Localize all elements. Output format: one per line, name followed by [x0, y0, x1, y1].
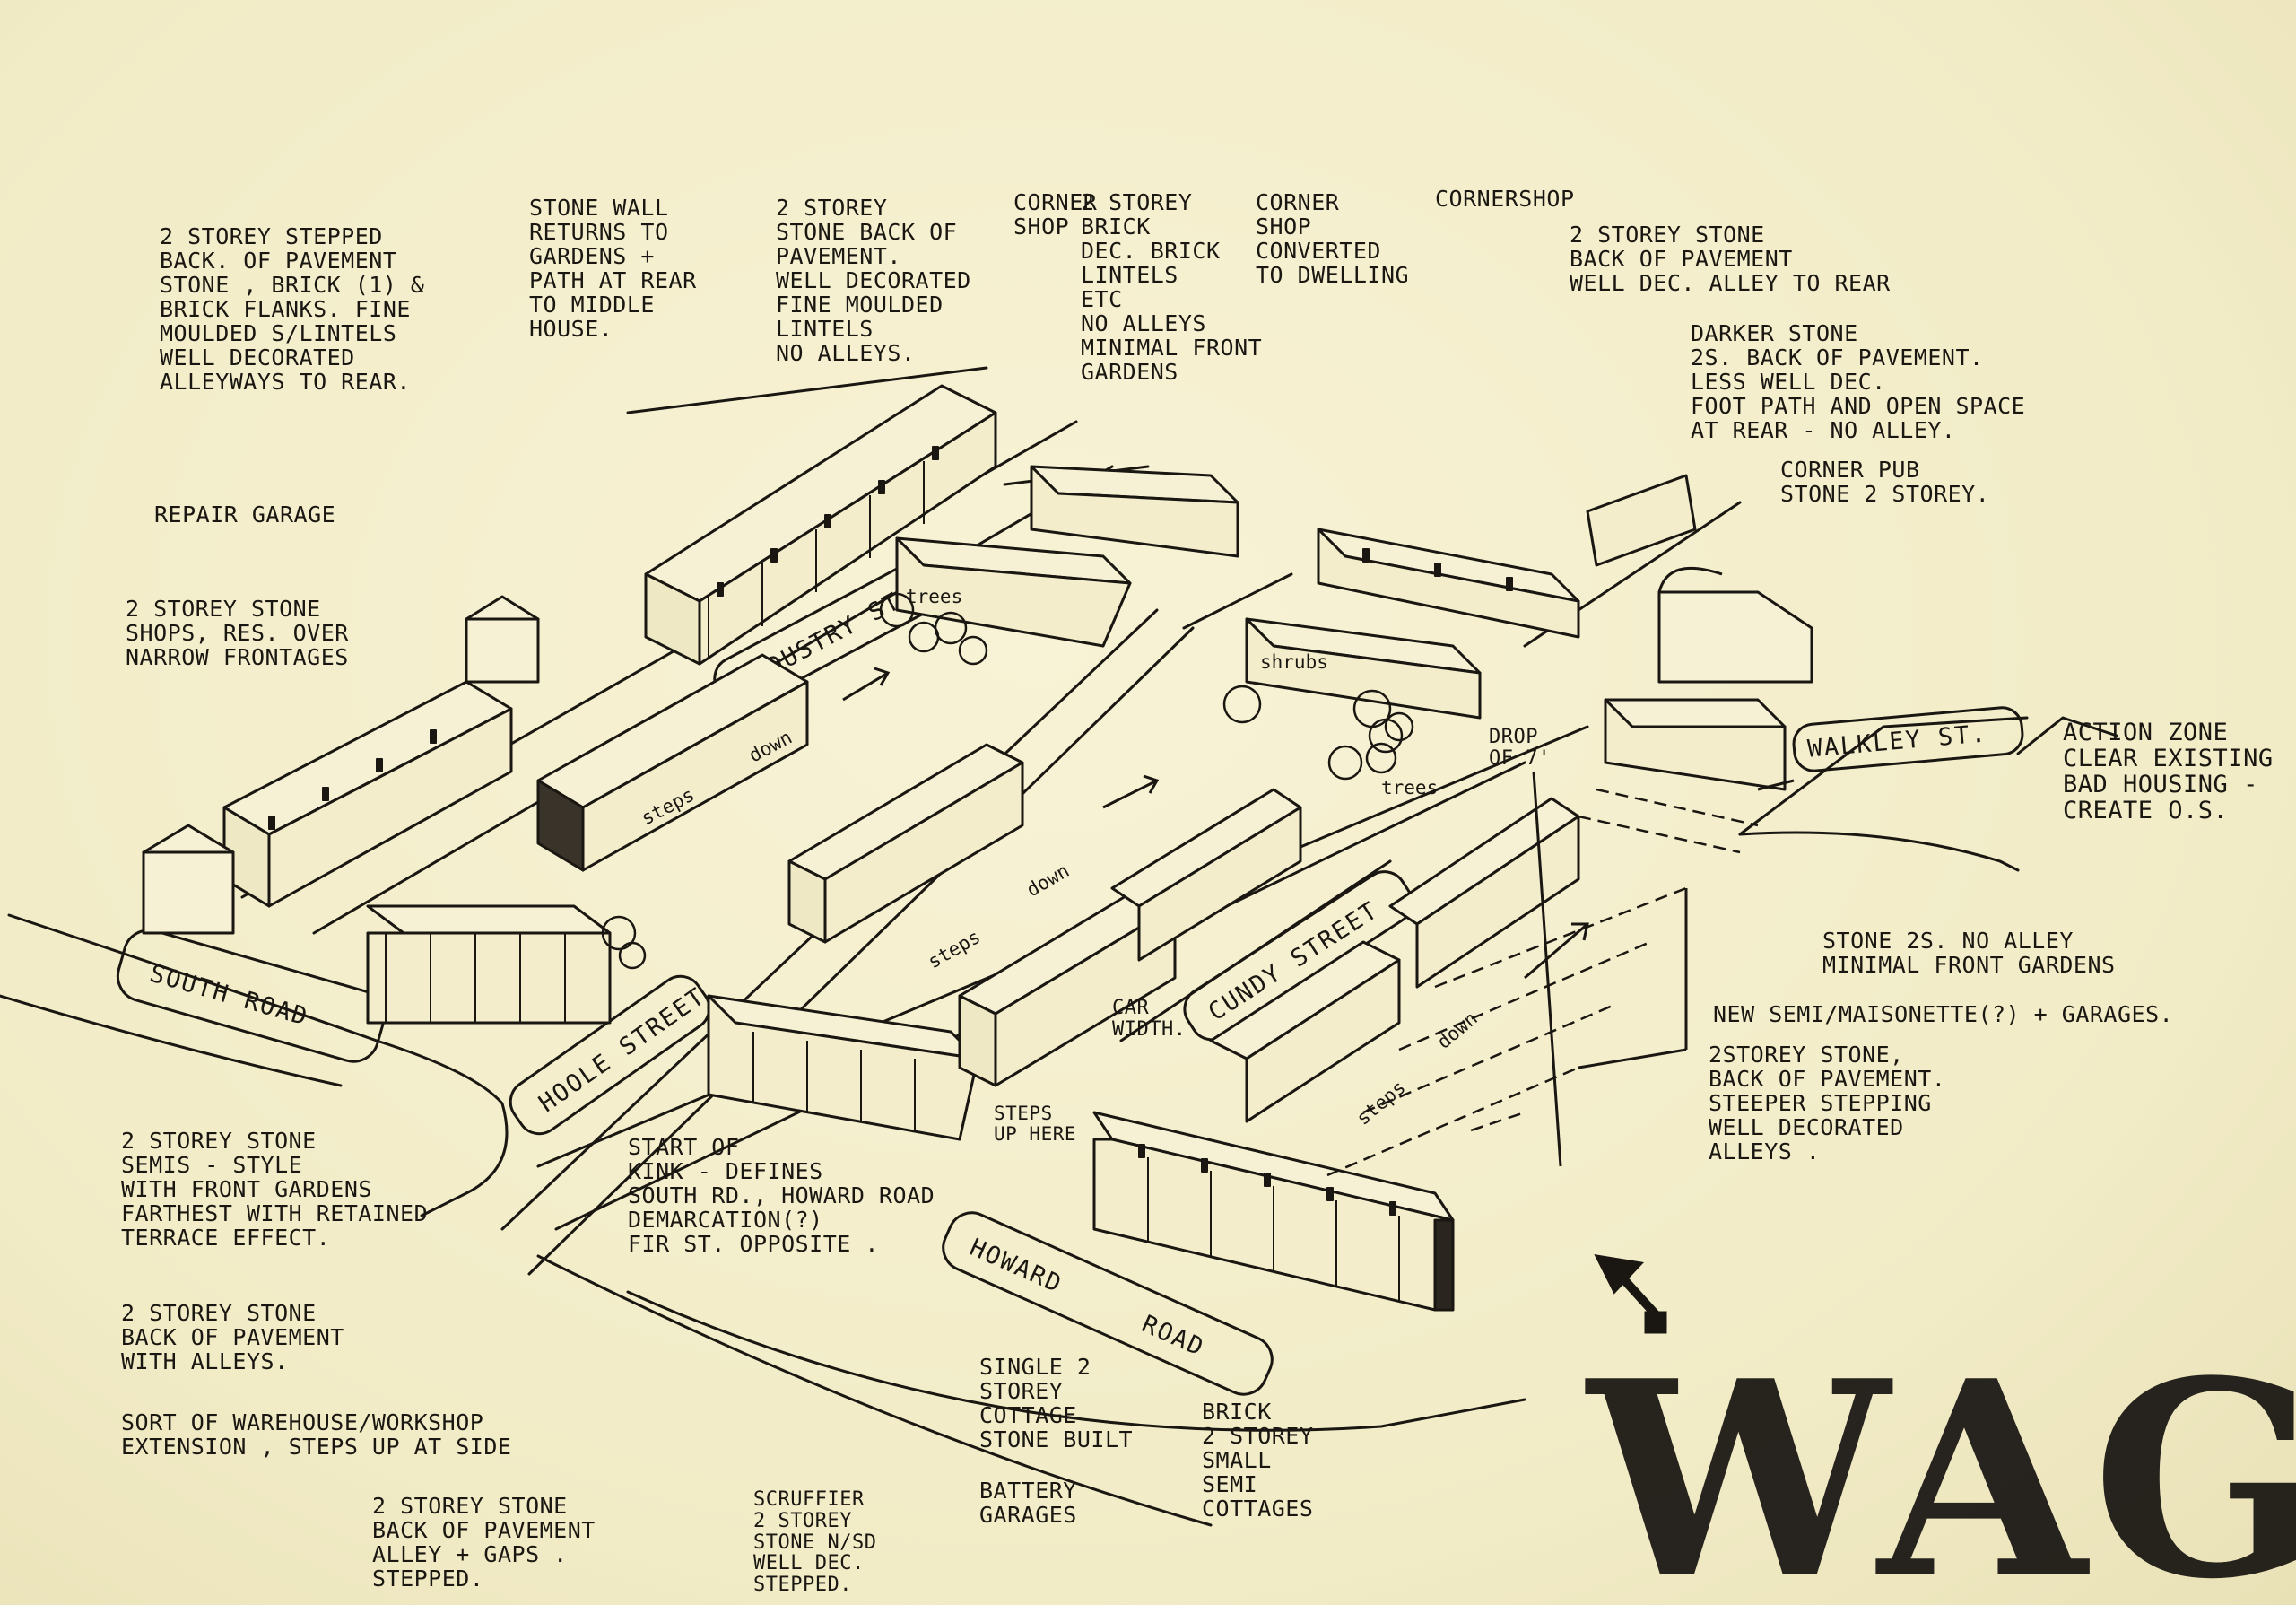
lower-road-2	[536, 1254, 1213, 1527]
terrace-foreground-left	[366, 904, 612, 935]
annotation-steps-5: steps	[1352, 1077, 1410, 1130]
note-corner-pub: corner pub stone 2 storey.	[1780, 457, 1990, 507]
wag-stencil-stamp: WAG	[1587, 1322, 2296, 1605]
note-stone-alleys: 2 storey stone back of pavement with all…	[121, 1300, 344, 1374]
note-stepped-brick: 2 storey stepped back. of pavement stone…	[160, 223, 425, 395]
note-car-width: car width.	[1112, 997, 1187, 1041]
south-road-edge-north	[7, 913, 509, 1217]
annotation-steps-3: steps	[925, 926, 985, 973]
north-arrow-icon	[1594, 1254, 1667, 1334]
south-road-edge-south	[0, 994, 343, 1087]
note-stone-back: 2 storey stone back of pavement. well de…	[776, 195, 971, 366]
note-scruffier: scruffier 2 storey stone n/sd well dec. …	[753, 1488, 877, 1596]
walkley-road	[1738, 716, 2029, 836]
block-corner-pub	[1657, 590, 1813, 684]
edge-industry-north	[626, 366, 988, 414]
note-drop: drop of 7'	[1489, 726, 1551, 770]
note-warehouse: sort of warehouse/workshop extension , s…	[121, 1409, 512, 1460]
note-steps-up: steps up here	[994, 1103, 1077, 1145]
note-cornershop: cornershop	[1435, 186, 1575, 212]
note-start-kink: start of kink - defines south rd., howar…	[628, 1134, 935, 1257]
hoole-street-east-edge	[527, 626, 1195, 1276]
lower-road-1	[626, 1290, 1526, 1432]
block-walkley	[1604, 698, 1787, 728]
note-new-semi: new semi/maisonette(?) + garages.	[1713, 1001, 2174, 1027]
note-shops: 2 storey stone shops, res. over narrow f…	[126, 596, 349, 670]
walkley-st-right-line	[2016, 716, 2118, 755]
street-label-south-road: SOUTH ROAD	[146, 960, 311, 1032]
annotation-steps-4: down	[1023, 859, 1074, 901]
annotation-steps-6: down	[1433, 1007, 1482, 1053]
note-brick-dec: 2 storey brick dec. brick lintels etc no…	[1081, 189, 1263, 385]
note-steeper: 2storey stone, back of pavement. steeper…	[1709, 1042, 1946, 1164]
terraces	[142, 384, 1813, 1312]
note-repair-garage: repair garage	[154, 502, 336, 528]
annotation-trees-2: trees	[1381, 777, 1438, 798]
note-semis: 2 storey stone semis - style with front …	[121, 1128, 429, 1251]
plot-lines	[1326, 788, 1759, 1177]
plot-boundaries	[1532, 771, 1688, 1167]
note-corner-converted: corner shop converted to dwelling	[1256, 189, 1410, 288]
walkley-road-lower	[1738, 831, 2020, 872]
annotation-trees-1: trees	[906, 586, 962, 607]
note-corner-shop: corner shop	[1013, 189, 1098, 240]
note-stone-wall: stone wall returns to gardens + path at …	[529, 195, 697, 342]
note-action-zone: action zone clear existing bad housing -…	[2063, 719, 2274, 825]
note-battery: battery garages	[979, 1478, 1077, 1528]
block-right-upper	[1586, 474, 1697, 567]
note-brick-cottages: brick 2 storey small semi cottages	[1202, 1399, 1314, 1522]
street-label-howard: HOWARD	[966, 1234, 1067, 1299]
note-stone-alley: 2 storey stone back of pavement well dec…	[1570, 222, 1891, 296]
trees	[601, 592, 1414, 970]
note-darker-stone: darker stone 2s. back of pavement. less …	[1691, 320, 2026, 443]
note-stone-no-alley: stone 2s. no alley minimal front gardens	[1822, 928, 2116, 978]
step-arrows	[842, 667, 1795, 980]
note-single-storey: single 2 storey cottage stone built	[979, 1354, 1134, 1452]
annotation-shrubs: shrubs	[1260, 651, 1328, 673]
edge-upper-right-2	[1182, 572, 1293, 630]
note-alley-gaps: 2 storey stone back of pavement alley + …	[372, 1493, 596, 1592]
